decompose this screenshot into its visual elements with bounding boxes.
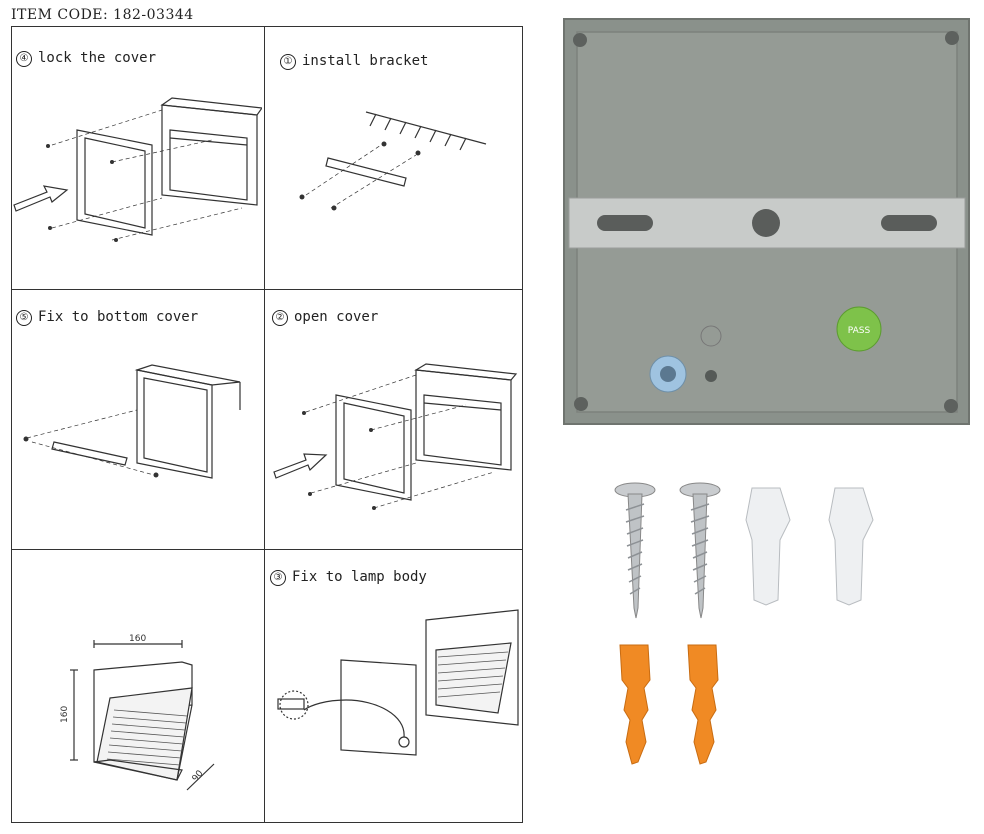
- bracket-slot-left: [597, 215, 653, 231]
- screw-top-right-icon: [945, 31, 959, 45]
- step-5-number: ⑤: [16, 310, 32, 326]
- screw-icon: [679, 482, 721, 619]
- bracket-slot-right: [881, 215, 937, 231]
- ground-screw-icon: [705, 370, 717, 382]
- dimension-illustration: 160 160 90: [60, 634, 215, 791]
- install-bracket-illustration: [299, 111, 487, 211]
- step-5-title: ⑤ Fix to bottom cover: [16, 309, 198, 326]
- step-1-title: ① install bracket: [280, 53, 428, 70]
- step-2-label: open cover: [294, 309, 379, 325]
- step-3-title: ③ Fix to lamp body: [270, 569, 427, 586]
- step-3-label: Fix to lamp body: [292, 569, 427, 585]
- dim-width-label: 160: [129, 634, 146, 644]
- bracket-center-hole: [752, 209, 780, 237]
- screw-bottom-right-icon: [944, 399, 958, 413]
- lock-cover-illustration: [13, 97, 262, 242]
- step-5-label: Fix to bottom cover: [38, 309, 199, 325]
- accessories-photo: [614, 482, 874, 765]
- item-code: ITEM CODE: 182-03344: [11, 7, 194, 23]
- fix-lamp-body-illustration: [277, 609, 519, 756]
- grid-divider-vertical: [264, 26, 265, 823]
- step-3-number: ③: [270, 570, 286, 586]
- screw-top-left-icon: [573, 33, 587, 47]
- fix-bottom-cover-illustration: [23, 364, 241, 479]
- instruction-grid: [11, 26, 523, 823]
- pass-sticker-label: PASS: [848, 326, 871, 336]
- open-cover-illustration: [273, 363, 518, 510]
- pass-sticker: [836, 306, 882, 352]
- back-plate-photo: PASS: [563, 18, 970, 425]
- step-4-title: ④ lock the cover: [16, 50, 156, 67]
- wire-connector-icon: [828, 487, 874, 606]
- step-2-title: ② open cover: [272, 309, 378, 326]
- step-1-number: ①: [280, 54, 296, 70]
- dim-depth-label: 90: [191, 769, 206, 784]
- step-2-number: ②: [272, 310, 288, 326]
- grid-divider-row1: [11, 289, 523, 290]
- ground-symbol-icon: [700, 325, 722, 347]
- dim-height-label: 160: [60, 706, 70, 723]
- step-1-label: install bracket: [302, 53, 429, 69]
- wire-connector-icon: [745, 487, 791, 606]
- step-4-number: ④: [16, 51, 32, 67]
- screw-icon: [614, 482, 656, 619]
- grid-divider-row2: [11, 549, 523, 550]
- wall-anchor-icon: [687, 644, 719, 765]
- screw-bottom-left-icon: [574, 397, 588, 411]
- step-4-label: lock the cover: [38, 50, 157, 66]
- wall-anchor-icon: [619, 644, 651, 765]
